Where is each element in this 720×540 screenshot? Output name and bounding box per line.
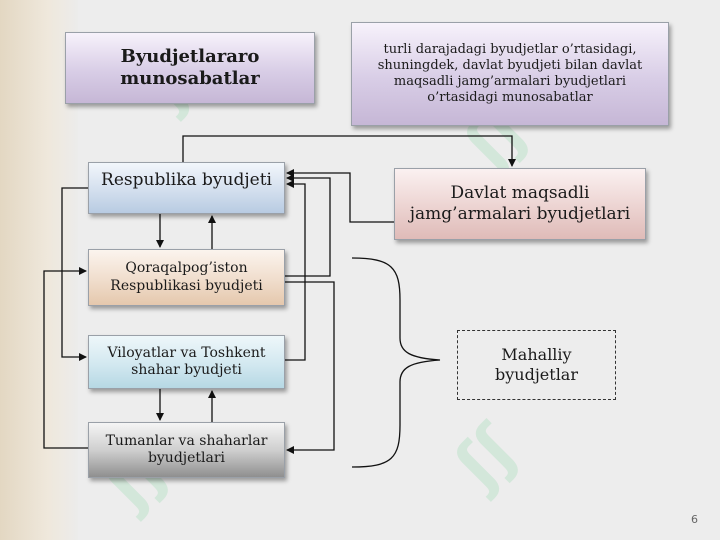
node-republic-label: Respublika byudjeti xyxy=(101,170,272,190)
description-box: turli darajadagi byudjetlar o’rtasidagi,… xyxy=(351,22,669,126)
node-local-label: Mahalliy byudjetlar xyxy=(495,345,578,384)
node-karakalpak-label: Qoraqalpog’iston Respublikasi byudjeti xyxy=(110,260,263,294)
node-republic-budget: Respublika byudjeti xyxy=(88,162,285,214)
node-districts-budget: Tumanlar va shaharlar byudjetlari xyxy=(88,422,285,478)
connector-districts-to-karakalpak xyxy=(43,267,88,449)
connector-republic-to-funds xyxy=(182,135,516,167)
title-box: Byudjetlararo munosabatlar xyxy=(65,32,315,104)
title-text: Byudjetlararo munosabatlar xyxy=(120,45,260,90)
connector-karakalpak-to-districts xyxy=(285,281,335,454)
connector-karakalpak-to-republic xyxy=(285,174,331,277)
node-karakalpak-budget: Qoraqalpog’iston Respublikasi byudjeti xyxy=(88,249,285,306)
node-state-funds: Davlat maqsadli jamg’armalari byudjetlar… xyxy=(394,168,646,240)
node-regions-budget: Viloyatlar va Toshkent shahar byudjeti xyxy=(88,335,285,389)
node-local-budgets: Mahalliy byudjetlar xyxy=(457,330,616,400)
connector-regions-to-republic xyxy=(285,180,306,361)
page-number: 6 xyxy=(691,513,698,526)
connector-republic-to-regions xyxy=(61,187,88,361)
local-budgets-brace xyxy=(351,257,441,468)
node-regions-label: Viloyatlar va Toshkent shahar byudjeti xyxy=(107,344,266,379)
node-funds-label: Davlat maqsadli jamg’armalari byudjetlar… xyxy=(409,182,631,224)
node-districts-label: Tumanlar va shaharlar byudjetlari xyxy=(105,432,268,467)
connector-funds-to-republic xyxy=(286,169,394,223)
description-text: turli darajadagi byudjetlar o’rtasidagi,… xyxy=(377,41,643,106)
